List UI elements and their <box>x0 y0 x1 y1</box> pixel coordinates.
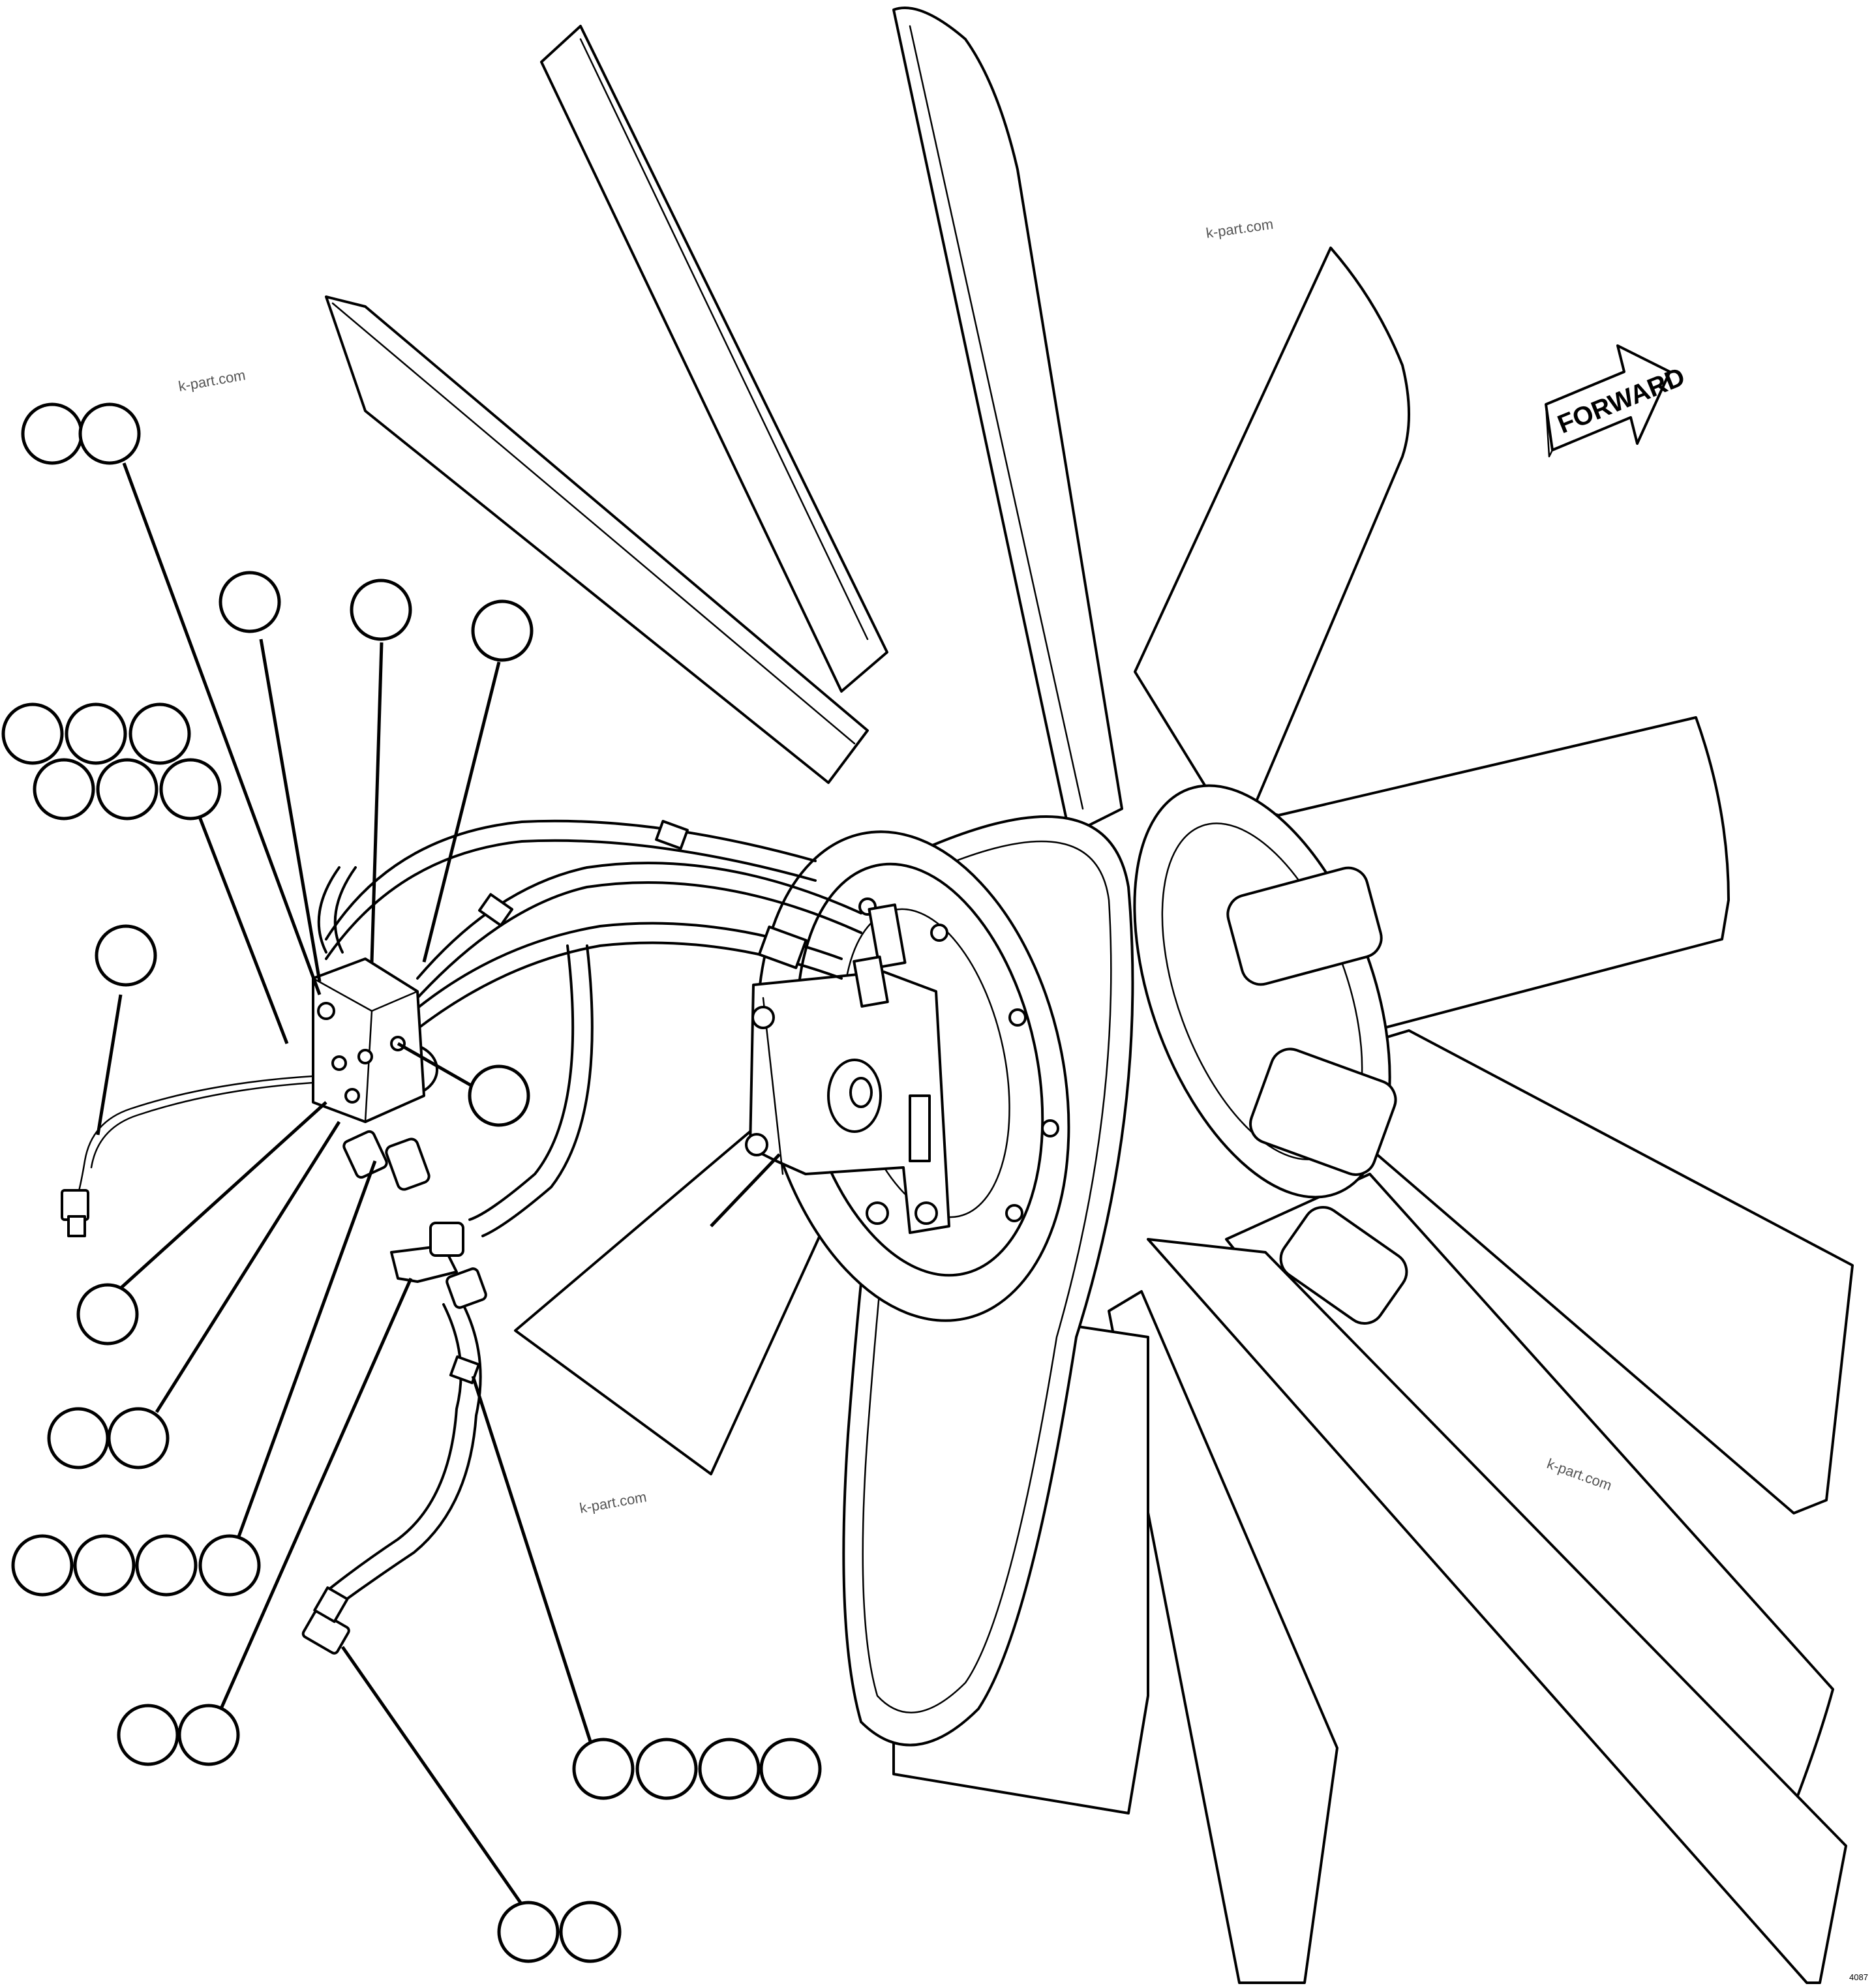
fan-blade <box>325 295 869 784</box>
callout-circle <box>198 1534 261 1597</box>
watermark-3: k-part.com <box>579 1488 648 1516</box>
callout-circle <box>177 1704 240 1766</box>
fan-blades <box>325 7 1854 1984</box>
callout-circle <box>219 571 281 633</box>
callout-circle <box>21 402 83 465</box>
callout-circle <box>635 1738 698 1800</box>
fan-blade <box>1147 1238 1847 1984</box>
callout-circle <box>107 1407 170 1469</box>
callout-circle <box>350 579 412 641</box>
callout-circle <box>698 1738 761 1800</box>
valve-bracket <box>745 971 950 1234</box>
callout-circle <box>135 1534 198 1597</box>
hydraulic-hoses <box>317 819 862 1606</box>
fan-blade <box>1258 716 1730 1045</box>
fan-blade <box>1108 1290 1338 1984</box>
callout-circle <box>73 1534 136 1597</box>
callout-circle <box>159 758 222 821</box>
hose-fittings <box>301 820 907 1655</box>
callout-circles <box>1 402 822 1963</box>
watermark-2: k-part.com <box>177 367 247 395</box>
callout-circle <box>128 702 191 765</box>
callout-circle <box>47 1407 110 1469</box>
forward-direction-arrow: FORWARD <box>1545 344 1689 458</box>
watermark-1: k-part.com <box>1205 216 1274 241</box>
callout-circle <box>759 1738 822 1800</box>
callout-circle <box>95 924 157 987</box>
callout-circle <box>468 1064 530 1127</box>
callout-circle <box>117 1704 179 1766</box>
callout-circle <box>559 1901 622 1963</box>
callout-circle <box>471 599 534 662</box>
callout-circle <box>11 1534 74 1597</box>
drawing-code: 4087 <box>1849 1972 1868 1982</box>
callout-circle <box>572 1738 635 1800</box>
callout-circle <box>65 702 127 765</box>
fan-blade <box>540 25 888 693</box>
leader-lines <box>96 462 781 1906</box>
wire-harness <box>61 1075 314 1237</box>
callout-circle <box>1 702 64 765</box>
fan-blade <box>892 7 1123 836</box>
callout-circle <box>96 758 159 821</box>
fan-blade <box>1134 247 1410 843</box>
callout-circle <box>497 1901 560 1963</box>
callout-circle <box>33 758 95 821</box>
callout-circle <box>78 402 141 465</box>
manifold-block <box>312 957 425 1123</box>
fan-hub <box>1133 784 1408 1325</box>
callout-circle <box>76 1283 139 1346</box>
